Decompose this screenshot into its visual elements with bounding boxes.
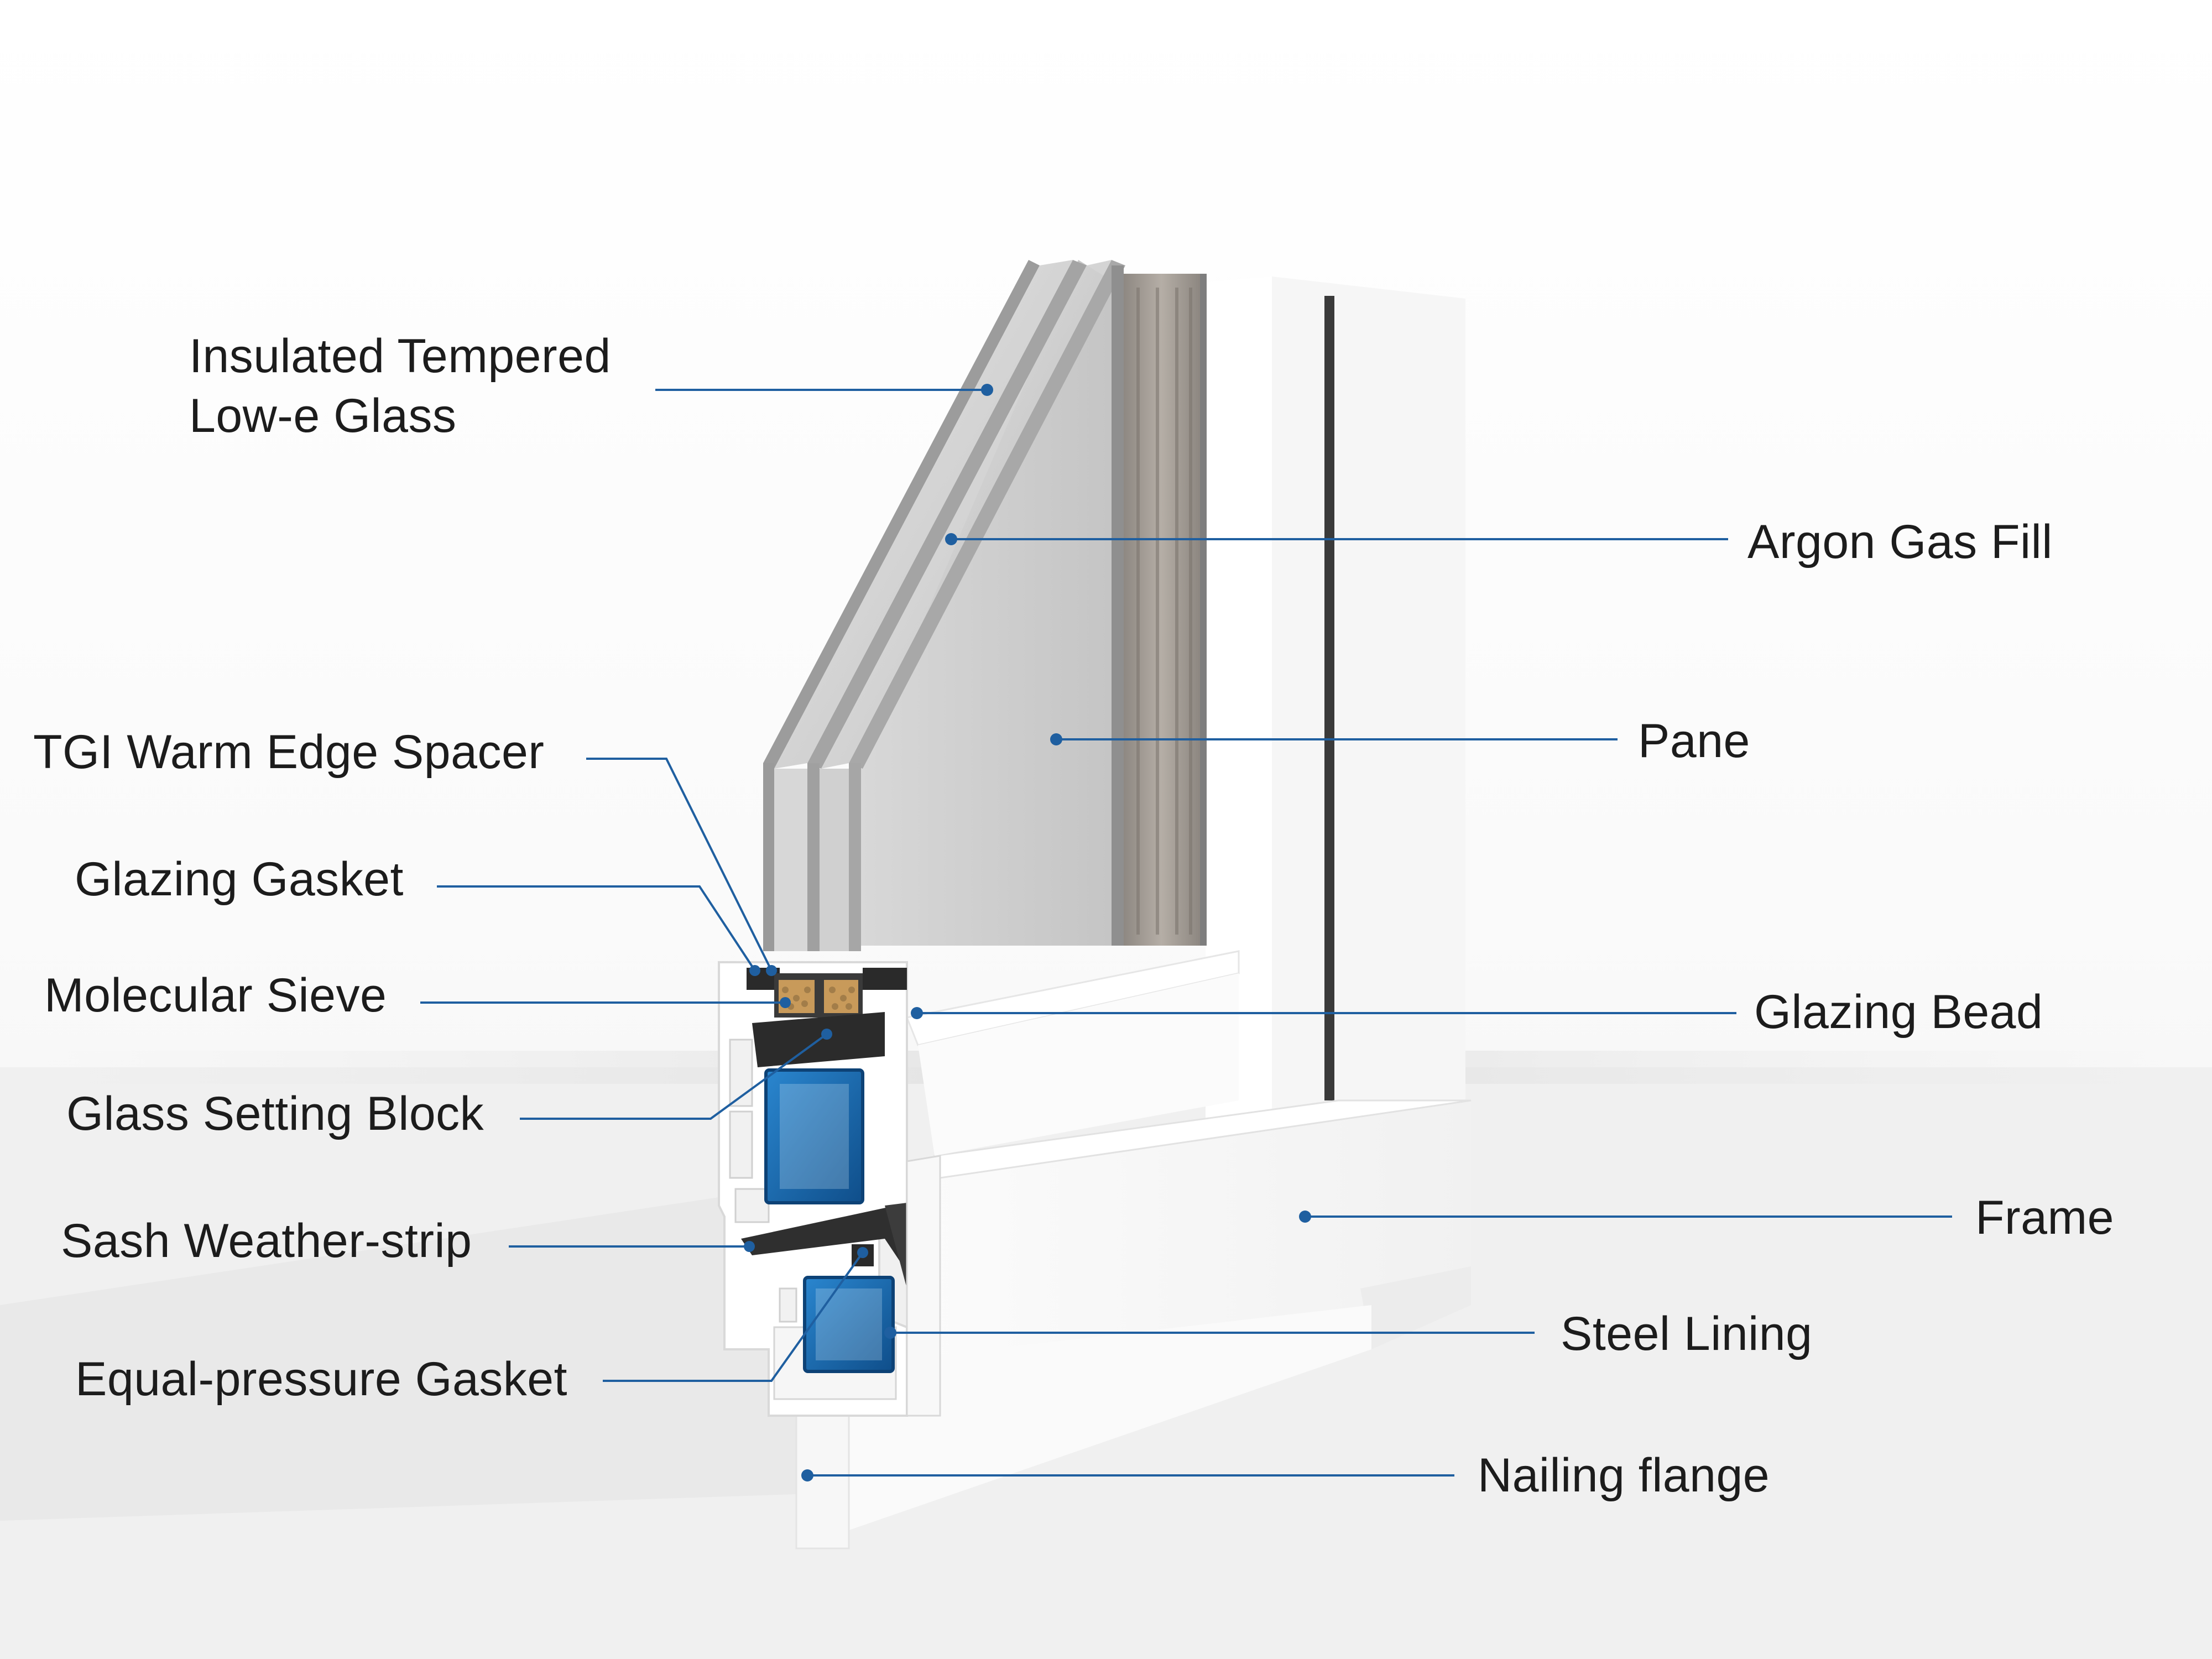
glass-sheet-1-vertical <box>763 763 774 951</box>
dot-glazing-bead <box>911 1007 923 1019</box>
label-argon-gas-fill: Argon Gas Fill <box>1747 515 2053 568</box>
label-sash-weather-strip: Sash Weather-strip <box>61 1214 472 1267</box>
leader-equal-pressure-gasket <box>603 1251 864 1382</box>
label-pane: Pane <box>1638 714 1750 768</box>
frame-groove-line <box>1324 296 1334 1100</box>
label-insulated-glass-line1: Insulated Tempered <box>189 330 611 383</box>
dot-glazing-gasket <box>749 965 760 976</box>
dot-tgi-spacer <box>766 965 777 976</box>
label-frame: Frame <box>1975 1191 2114 1244</box>
label-glazing-gasket: Glazing Gasket <box>75 853 404 906</box>
frame-back-vertical <box>1272 276 1465 1305</box>
leader-lines <box>420 384 1952 1481</box>
dot-insulated-glass <box>981 384 993 396</box>
dot-pane <box>1050 733 1062 745</box>
back-pane-edge-1 <box>1112 265 1124 946</box>
label-nailing-flange: Nailing flange <box>1478 1449 1770 1502</box>
dot-frame <box>1299 1211 1311 1223</box>
dot-argon-gas <box>945 533 957 545</box>
glass-sheet-3-vertical <box>849 763 861 951</box>
label-glazing-bead: Glazing Bead <box>1754 985 2043 1039</box>
label-insulated-glass-line2: Low-e Glass <box>189 389 457 442</box>
label-tgi-spacer: TGI Warm Edge Spacer <box>33 726 545 779</box>
pane-face <box>857 260 1123 946</box>
label-glass-setting-block: Glass Setting Block <box>66 1087 484 1140</box>
dot-sash-weather-strip <box>744 1241 755 1252</box>
label-steel-lining: Steel Lining <box>1561 1307 1813 1360</box>
glass-sheet-1-edge <box>763 260 1040 769</box>
glass-gap-2 <box>821 260 1112 769</box>
dot-nailing-flange <box>801 1469 813 1481</box>
glass-gap-2-vertical <box>820 769 849 951</box>
argon-fill-visual <box>1123 274 1200 946</box>
glass-gap-1 <box>774 260 1073 769</box>
sash-profile <box>718 961 941 1417</box>
label-equal-pressure-gasket: Equal-pressure Gasket <box>75 1353 568 1406</box>
leader-tgi-spacer <box>586 758 773 971</box>
argon-texture <box>1136 288 1192 935</box>
floor-shadow <box>0 1189 830 1521</box>
glass-gap-1-vertical <box>774 769 807 951</box>
dot-molecular-sieve <box>780 997 791 1008</box>
dot-equal-pressure-gasket <box>857 1247 868 1258</box>
glazing-bead-face <box>918 973 1239 1156</box>
leader-setting-block <box>520 1033 828 1120</box>
glass-sheet-3-edge <box>849 260 1125 769</box>
glass-sheet-2-vertical <box>807 763 820 951</box>
frame-base-step <box>1360 1266 1471 1349</box>
leader-glazing-gasket <box>437 885 756 972</box>
dot-steel-lining <box>884 1327 896 1339</box>
back-pane-edge-2 <box>1200 274 1207 946</box>
glass-sheet-2-edge <box>807 260 1087 769</box>
label-molecular-sieve: Molecular Sieve <box>44 969 387 1022</box>
dot-setting-block <box>821 1029 832 1040</box>
